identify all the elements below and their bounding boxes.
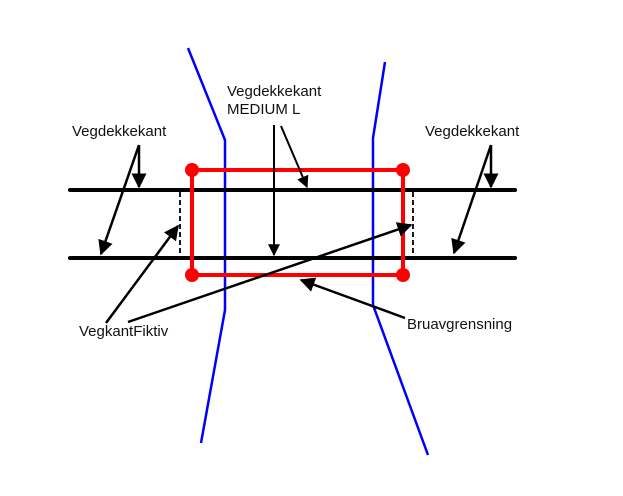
arrow-vegdekkekant-left-bottom [98, 144, 141, 256]
label-vegdekkekant-medium-line2: MEDIUM L [227, 101, 301, 118]
water-edge-left [186, 47, 227, 444]
label-vegdekkekant-left: Vegdekkekant [72, 123, 167, 140]
label-vegdekkekant-right: Vegdekkekant [425, 123, 520, 140]
bridge-corner-dot [396, 268, 410, 282]
arrow-vegdekkekant-right-bottom [451, 144, 493, 255]
arrow-bruavgrensning [299, 277, 406, 320]
arrow-medium-l-top [280, 125, 309, 189]
label-vegdekkekant-medium-line1: Vegdekkekant [227, 83, 322, 100]
arrow-vegkantfiktiv-right [127, 222, 413, 324]
label-bruavgrensning: Bruavgrensning [407, 316, 513, 333]
bridge-corner-dot [396, 163, 410, 177]
bridge-corner-dot [185, 268, 199, 282]
water-edge-right [371, 61, 430, 456]
arrow-vegkantfiktiv-left [104, 224, 180, 324]
label-vegkantfiktiv: VegkantFiktiv [79, 323, 169, 340]
bridge-corner-dot [185, 163, 199, 177]
